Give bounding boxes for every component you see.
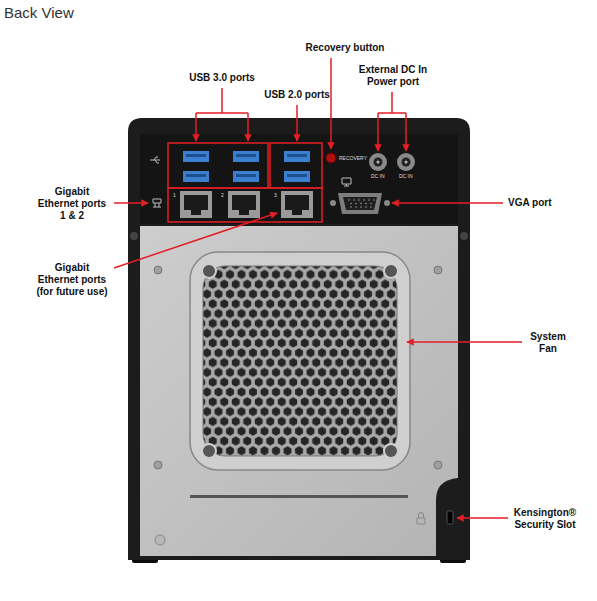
leader-line [114, 202, 148, 204]
usb-tongue [236, 154, 256, 157]
ethernet-port [228, 191, 260, 218]
panel-marking: RECOVERY [339, 156, 367, 161]
dc-in-pin [377, 161, 380, 164]
fan-screw [384, 444, 398, 458]
usb3-port [183, 171, 209, 182]
port-icons [150, 157, 351, 207]
callout-label: Gigabit Ethernet ports (for future use) [35, 262, 109, 298]
dc-in-port [397, 153, 415, 171]
usb-tongue [236, 174, 256, 177]
screw [155, 535, 165, 545]
callout-label: Kensington® Security Slot [510, 507, 580, 531]
highlight-frame [270, 143, 322, 188]
callout-label: USB 2.0 ports [264, 89, 330, 101]
callout-label: Recovery button [306, 42, 385, 54]
port-number: 3 [274, 193, 277, 198]
leader-line [330, 58, 332, 149]
usb3-port [183, 151, 209, 162]
usb2-port [284, 171, 310, 182]
port-panel [140, 134, 458, 224]
port-frames [168, 143, 322, 222]
other-ports [326, 153, 415, 214]
monitor-icon [342, 178, 351, 186]
leader-lines [114, 58, 522, 518]
fan-screw [384, 264, 398, 278]
screw [154, 266, 162, 274]
lock-icon [417, 513, 425, 525]
screw [154, 461, 162, 469]
ethernet-tab [292, 210, 302, 215]
port-number: 1 [173, 193, 176, 198]
usb-tongue [287, 174, 307, 177]
fan-mesh [203, 266, 397, 456]
recovery-button [326, 153, 336, 163]
dc-in-socket [402, 158, 411, 167]
vga-pins [348, 199, 375, 208]
screw [434, 266, 442, 274]
port-number: 2 [221, 193, 224, 198]
page-title: Back View [4, 4, 74, 22]
leader-line [296, 105, 298, 141]
dc-in-pin [405, 161, 408, 164]
ethernet-tab [239, 210, 249, 215]
leader-line [377, 113, 379, 151]
vent-slot [190, 495, 408, 498]
bracket-stem [221, 88, 223, 113]
vga-socket [343, 197, 377, 210]
callout-label: External DC In Power port [353, 64, 433, 88]
housing [128, 118, 470, 563]
usb2-port [284, 151, 310, 162]
usb-ports [183, 151, 310, 182]
vga-port [338, 193, 382, 214]
screw [460, 232, 468, 240]
dc-in-socket [374, 158, 383, 167]
callout-label: System Fan [526, 331, 570, 355]
usb-tongue [186, 174, 206, 177]
usb-tongue [287, 154, 307, 157]
ethernet-socket [184, 195, 208, 210]
housing-body [128, 118, 470, 560]
screw [130, 232, 138, 240]
dc-in-port [369, 153, 387, 171]
usb-tongue [186, 154, 206, 157]
ethernet-tab [191, 210, 201, 215]
leader-line [392, 202, 503, 204]
highlight-frame [168, 143, 268, 188]
leader-line [407, 341, 522, 343]
panel-marking: DC IN [371, 174, 385, 179]
metal-plate [140, 226, 458, 556]
ethernet-port [281, 191, 313, 218]
leader-line [457, 517, 508, 519]
vga-screw [384, 200, 390, 206]
fan-screw [202, 264, 216, 278]
usb3-port [233, 171, 259, 182]
ethernet-ports [180, 191, 313, 218]
system-fan [190, 252, 410, 470]
fan-frame [190, 252, 410, 470]
ethernet-socket [285, 195, 309, 210]
bracket-bar [378, 112, 406, 114]
callout-label: Gigabit Ethernet ports 1 & 2 [35, 186, 109, 222]
panel-marking: DC IN [399, 174, 413, 179]
bracket-stem [391, 92, 393, 113]
callout-label: USB 3.0 ports [189, 72, 255, 84]
leader-line [405, 113, 407, 151]
fan-screw [202, 444, 216, 458]
usb-icon [150, 157, 160, 163]
leader-line [247, 113, 249, 141]
highlight-frame [168, 188, 322, 222]
ethernet-socket [232, 195, 256, 210]
leader-line [195, 113, 197, 141]
ethernet-port [180, 191, 212, 218]
vga-screw [330, 200, 336, 206]
screw [434, 461, 442, 469]
callout-label: VGA port [508, 197, 552, 209]
bracket-bar [196, 112, 248, 114]
network-icon [153, 199, 161, 207]
usb3-port [233, 151, 259, 162]
housing-notch [436, 478, 458, 556]
leader-line [114, 213, 277, 268]
kensington-slot [447, 511, 453, 524]
